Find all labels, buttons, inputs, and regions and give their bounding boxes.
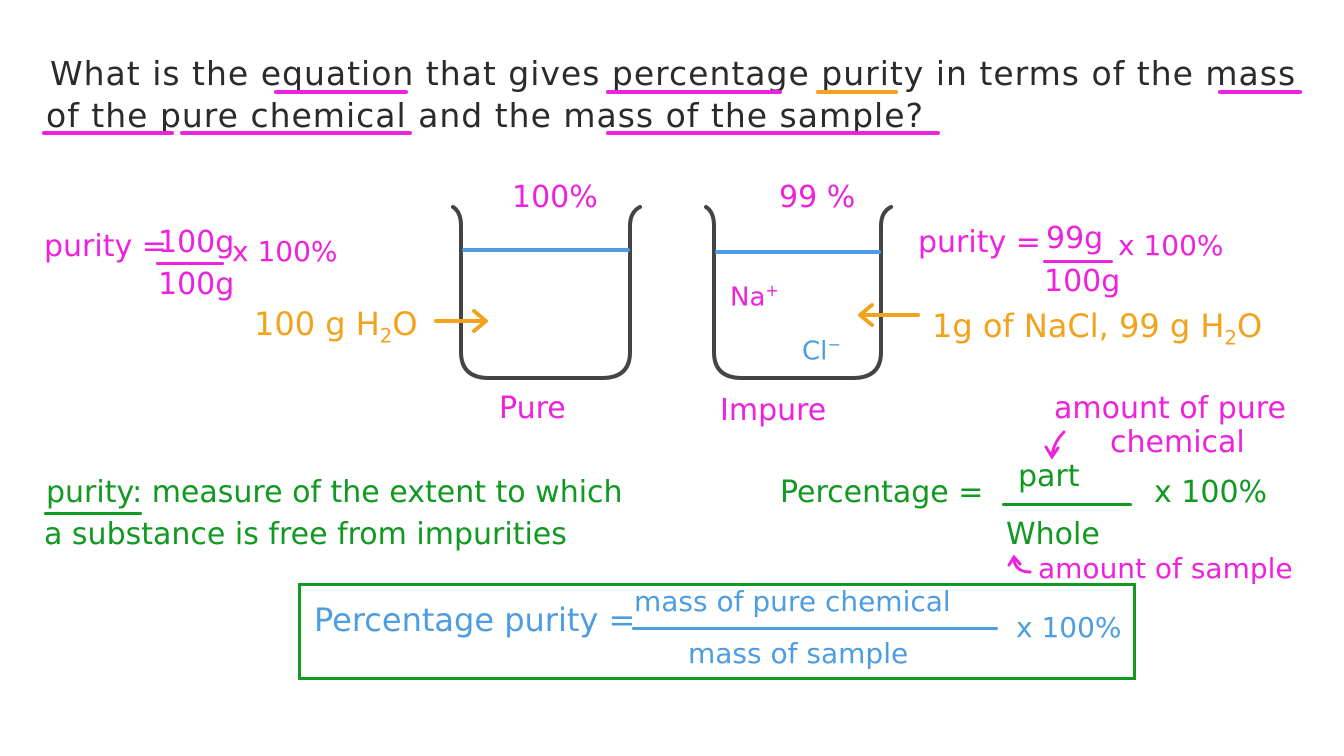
underline-equation [274, 90, 408, 94]
final-numerator: mass of pure chemical [634, 585, 951, 618]
pure-formula-label: purity = [44, 229, 167, 264]
pure-content-label: 100 g H2O [254, 305, 418, 348]
chloride-ion-label: Cl− [802, 335, 841, 367]
underline-percentage [606, 90, 782, 94]
impure-formula-fraction-bar [1043, 260, 1113, 263]
general-numerator: part [1018, 459, 1080, 494]
arrow-to-part [1050, 430, 1066, 457]
general-multiplier: x 100% [1154, 475, 1268, 510]
pure-beaker-outline [451, 205, 642, 380]
pure-formula-fraction-bar [156, 262, 224, 265]
note-amount-sample: amount of sample [1038, 552, 1293, 585]
pure-beaker-label: Pure [499, 391, 566, 426]
underline-mass [1218, 90, 1302, 94]
arrow-to-part-head [1044, 445, 1060, 460]
final-multiplier: x 100% [1016, 611, 1122, 644]
underline-of-the [42, 131, 174, 135]
note-amount-pure-1: amount of pure [1054, 391, 1286, 426]
pure-formula-numerator: 100g [158, 225, 235, 260]
pure-content-arrowhead [472, 309, 488, 333]
question-line-2: of the pure chemical and the mass of the… [46, 96, 925, 135]
pure-formula-multiplier: x 100% [232, 235, 338, 268]
underline-purity [816, 90, 898, 94]
impure-formula-numerator: 99g [1046, 221, 1104, 256]
final-denominator: mass of sample [688, 637, 909, 670]
impure-percent: 99 % [779, 180, 856, 215]
underline-mass-of-the-sample [606, 131, 940, 135]
impure-content-arrowhead [858, 303, 874, 327]
impure-formula-multiplier: x 100% [1118, 229, 1224, 262]
question-line-1: What is the equation that gives percenta… [50, 54, 1297, 93]
general-denominator: Whole [1006, 517, 1100, 552]
underline-pure-chemical [180, 131, 412, 135]
definition-line-2: a substance is free from impurities [44, 517, 567, 552]
definition-line-1: purity: measure of the extent to which [46, 475, 623, 510]
sodium-ion-label: Na+ [730, 281, 779, 313]
impure-beaker-label: Impure [720, 393, 827, 428]
definition-term: purity [46, 475, 133, 510]
general-lhs: Percentage = [780, 475, 984, 510]
general-fraction-bar [1002, 503, 1132, 506]
final-lhs: Percentage purity = [314, 601, 636, 639]
impure-content-label: 1g of NaCl, 99 g H2O [932, 307, 1263, 350]
pure-percent: 100% [512, 180, 598, 215]
pure-formula-denominator: 100g [158, 267, 235, 302]
final-equation-box [298, 583, 1136, 680]
impure-formula-denominator: 100g [1044, 264, 1121, 299]
arrow-to-whole [1012, 558, 1032, 574]
arrow-to-whole-head [1007, 554, 1022, 567]
impure-formula-label: purity = [918, 225, 1041, 260]
note-amount-pure-2: chemical [1110, 425, 1245, 460]
underline-definition-term [44, 512, 142, 515]
impure-beaker-outline [704, 205, 893, 380]
final-fraction-bar [632, 627, 998, 630]
